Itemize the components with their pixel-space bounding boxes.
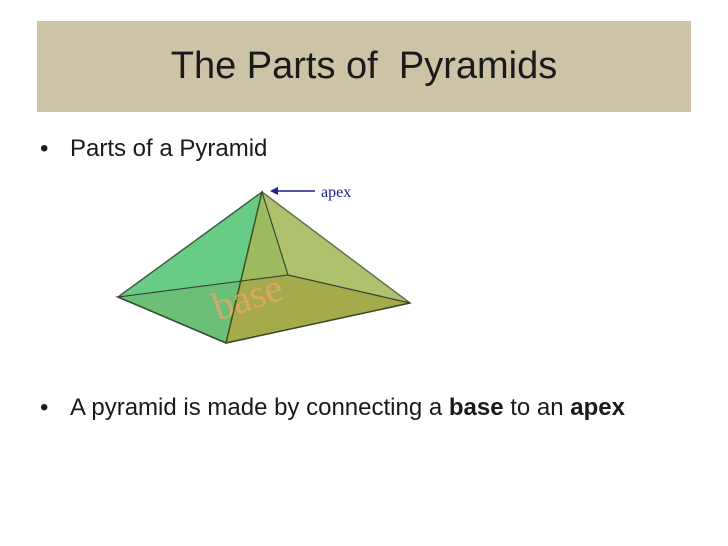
bullet-text: A pyramid is made by connecting a base t… (70, 392, 670, 423)
bullet-marker: • (40, 135, 49, 162)
definition-text-1: A pyramid is made by connecting a (70, 394, 449, 421)
bullet-parts: • Parts of a Pyramid (40, 133, 670, 164)
pyramid-diagram: base apex (115, 184, 412, 345)
definition-text-2: to an (503, 394, 571, 421)
term-base: base (448, 394, 504, 421)
apex-label: apex (321, 184, 351, 201)
slide-title: The Parts of Pyramids (170, 45, 558, 87)
apex-arrow-head (270, 187, 278, 195)
bullet-definition: • A pyramid is made by connecting a base… (40, 392, 670, 423)
pyramid-right-face (224, 190, 412, 344)
term-apex: apex (570, 394, 625, 421)
title-bar: The Parts of Pyramids (37, 21, 691, 112)
bullet-text: Parts of a Pyramid (70, 135, 268, 162)
bullet-marker: • (40, 394, 49, 421)
pyramid-figure: base apex (110, 175, 430, 350)
